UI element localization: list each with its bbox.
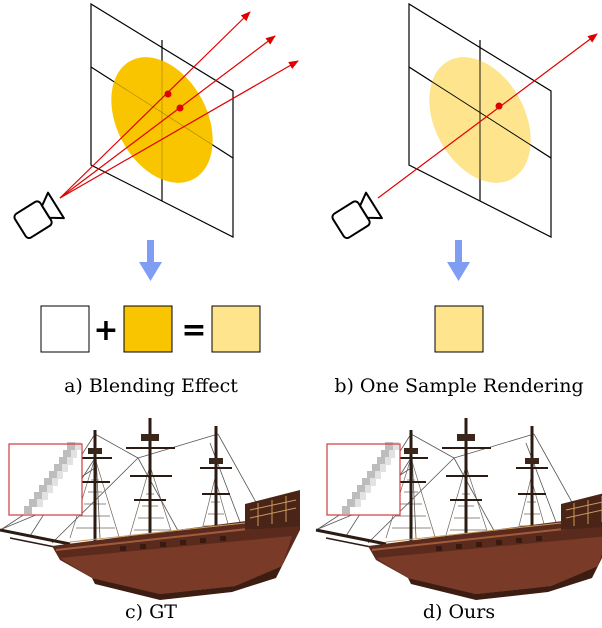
- camera-icon: [331, 191, 383, 240]
- plus-operator: +: [93, 313, 118, 348]
- gaussian-splat-opaque: [111, 57, 213, 183]
- swatch-opaque: [123, 305, 173, 353]
- camera-rays: [59, 11, 299, 199]
- caption-a: a) Blending Effect: [64, 375, 238, 397]
- swatch-blended: [211, 305, 261, 353]
- ray-sample-point: [495, 102, 503, 110]
- caption-b: b) One Sample Rendering: [334, 375, 583, 397]
- down-arrow-icon: [447, 240, 470, 281]
- caption-d: d) Ours: [423, 601, 495, 623]
- ray-sample-point: [176, 104, 184, 112]
- camera-icon: [13, 191, 65, 240]
- equals-operator: =: [181, 313, 206, 348]
- camera-ray: [377, 33, 598, 199]
- blending-equation: + =: [40, 305, 261, 353]
- panel-b-diagram: [331, 2, 598, 240]
- panel-a-diagram: [13, 2, 299, 240]
- ray-sample-point: [164, 90, 172, 98]
- down-arrow-icon: [139, 240, 162, 281]
- zoom-inset-ours: [326, 442, 401, 516]
- swatch-one-sample: [434, 305, 484, 353]
- swatch-background: [40, 305, 90, 353]
- caption-c: c) GT: [125, 601, 177, 623]
- zoom-inset-gt: [8, 442, 83, 516]
